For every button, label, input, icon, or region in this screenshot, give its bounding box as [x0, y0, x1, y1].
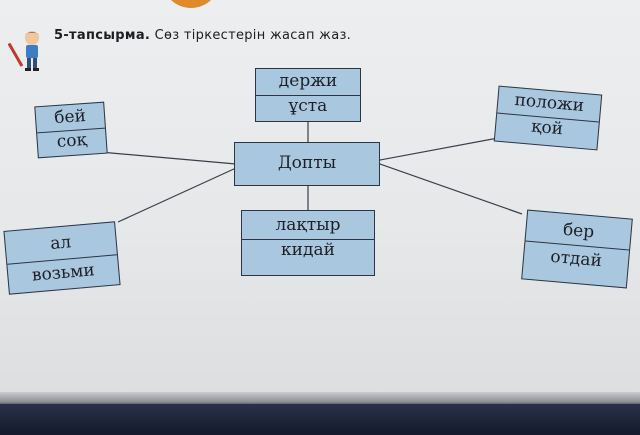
- center-word: Допты: [277, 153, 337, 173]
- box-top-left-word-2: соқ: [56, 129, 88, 152]
- box-top-left: бей соқ: [34, 101, 108, 159]
- box-bottom-word-1: лақтыр: [275, 215, 341, 235]
- box-top: держи ұста: [255, 68, 361, 122]
- box-top-left-word-1: бей: [53, 105, 87, 129]
- box-bottom-right: бер отдай: [521, 209, 633, 289]
- box-top-word-1: держи: [278, 71, 338, 91]
- line-to-top-left: [99, 151, 237, 165]
- box-bottom-left-word-1: ал: [49, 232, 72, 254]
- box-bottom-left-word-2: возьми: [31, 260, 96, 286]
- box-divider: [256, 95, 360, 96]
- box-top-word-2: ұста: [288, 96, 328, 116]
- task-heading: 5-тапсырма. Сөз тіркестерін жасап жаз.: [54, 28, 351, 43]
- textbook-page: 5-тапсырма. Сөз тіркестерін жасап жаз. Д…: [0, 0, 640, 398]
- box-bottom-right-word-2: отдай: [549, 246, 603, 272]
- page-edge: [0, 392, 640, 406]
- box-top-right: положи қой: [493, 85, 603, 151]
- task-number: 5-тапсырма.: [54, 28, 151, 43]
- ball-illustration: [162, 0, 220, 8]
- background-surface: [0, 404, 640, 435]
- line-to-bottom-right: [379, 163, 523, 215]
- schoolboy-icon: [8, 31, 40, 71]
- line-to-bottom-left: [117, 167, 237, 223]
- box-bottom-left: ал возьми: [3, 221, 121, 295]
- line-to-top-right: [379, 137, 499, 161]
- box-bottom-right-word-1: бер: [562, 219, 595, 243]
- center-box: Допты: [234, 142, 380, 186]
- box-bottom-word-2: кидай: [281, 240, 335, 260]
- connector-lines: [99, 120, 523, 223]
- task-instruction: Сөз тіркестерін жасап жаз.: [154, 28, 352, 43]
- box-bottom: лақтыр кидай: [241, 210, 375, 276]
- box-top-right-word-1: положи: [513, 90, 585, 117]
- box-divider: [242, 239, 374, 240]
